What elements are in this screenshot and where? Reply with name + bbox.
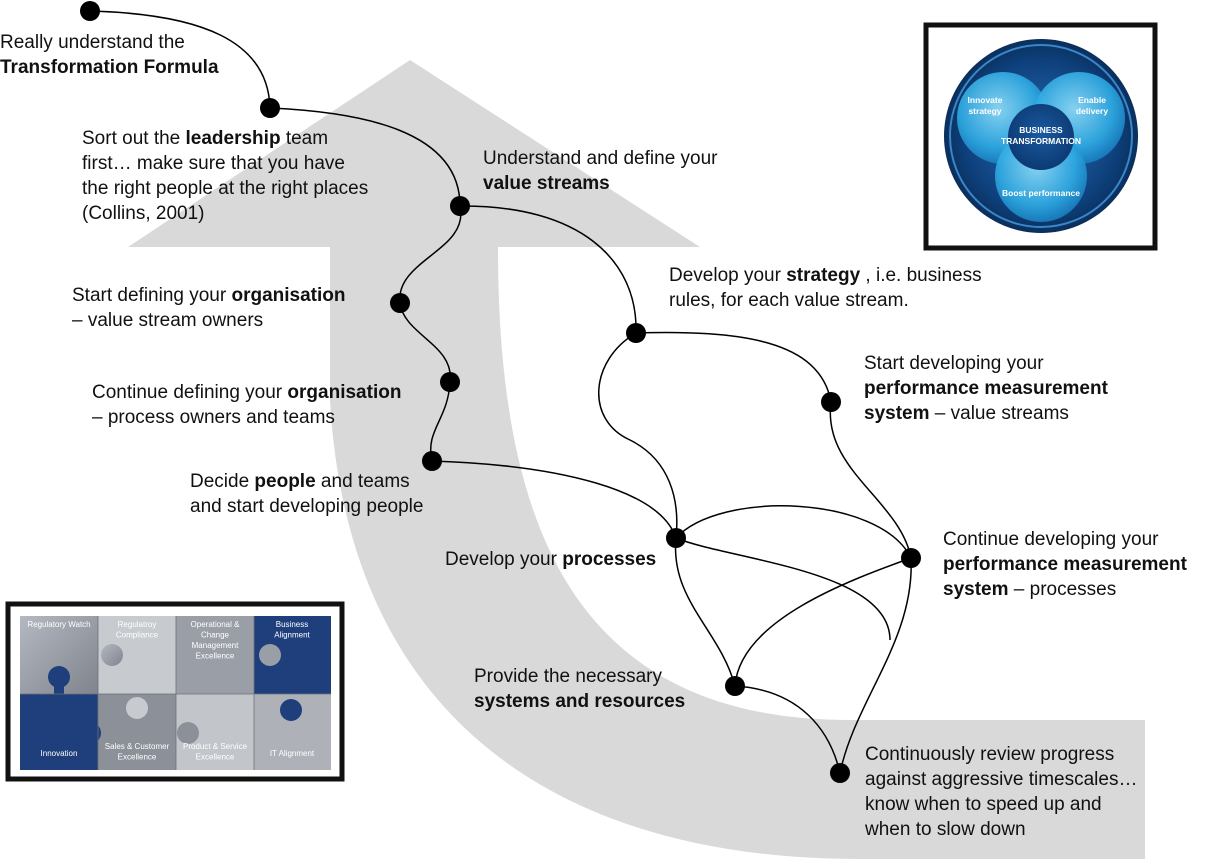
venn-right-label-2: delivery xyxy=(1076,106,1108,116)
path-nodes xyxy=(80,1,921,783)
step-organisation-teams: Continue defining your organisation– pro… xyxy=(92,382,402,428)
puzzle-piece-label: Management xyxy=(192,641,239,650)
node-s2 xyxy=(260,98,280,118)
venn-center-label-2: TRANSFORMATION xyxy=(1001,136,1081,146)
puzzle-piece-label: Change xyxy=(201,631,230,640)
node-s8 xyxy=(422,451,442,471)
venn-right-label: Enable xyxy=(1078,95,1106,105)
node-s9 xyxy=(666,528,686,548)
node-s4 xyxy=(390,293,410,313)
puzzle-piece-label: Excellence xyxy=(118,753,157,762)
node-s12 xyxy=(830,763,850,783)
venn-left-label: Innovate xyxy=(968,95,1003,105)
puzzle-piece-label: Product & Service xyxy=(183,742,248,751)
puzzle-piece-label: Business xyxy=(276,620,308,629)
puzzle-piece-label: Sales & Customer xyxy=(105,742,170,751)
puzzle-piece-label: Regulatory Watch xyxy=(27,620,90,629)
puzzle-piece-label: Operational & xyxy=(191,620,241,629)
node-s11 xyxy=(725,676,745,696)
step-organisation-owners: Start defining your organisation– value … xyxy=(72,285,346,331)
business-transformation-venn: BUSINESS TRANSFORMATION Innovate strateg… xyxy=(923,22,1158,251)
node-s3 xyxy=(450,196,470,216)
venn-center-label: BUSINESS xyxy=(1019,125,1063,135)
puzzle-piece-label: Compliance xyxy=(116,631,159,640)
venn-bottom-label: Boost performance xyxy=(1002,188,1080,198)
node-s10 xyxy=(901,548,921,568)
puzzle-piece-label: Regulatroy xyxy=(118,620,157,629)
puzzle-piece-label: IT Alignment xyxy=(270,749,315,758)
progress-arrow xyxy=(128,60,1145,859)
venn-left-label-2: strategy xyxy=(968,106,1001,116)
puzzle-piece-label: Excellence xyxy=(196,753,235,762)
puzzle-piece-label: Innovation xyxy=(41,749,78,758)
puzzle-piece-label: Alignment xyxy=(274,631,310,640)
step-processes: Develop your processes xyxy=(445,549,657,570)
node-s7 xyxy=(821,392,841,412)
node-s5 xyxy=(626,323,646,343)
node-s1 xyxy=(80,1,100,21)
puzzle-piece-label: Excellence xyxy=(196,652,235,661)
node-s6 xyxy=(440,372,460,392)
